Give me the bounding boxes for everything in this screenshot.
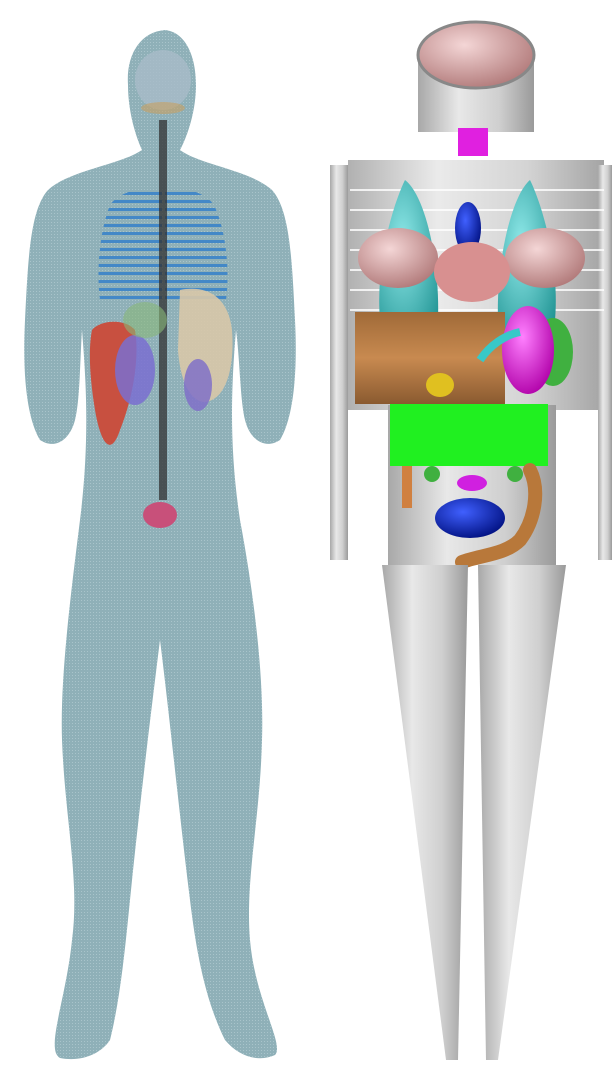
stylized-phantom <box>330 22 612 1060</box>
thyroid <box>458 128 488 156</box>
stomach <box>115 335 155 405</box>
spleen <box>502 306 554 394</box>
gallbladder <box>426 373 454 397</box>
ovary-left <box>424 466 440 482</box>
ovary-right <box>507 466 523 482</box>
left-kidney <box>184 359 212 411</box>
brain-region <box>135 50 191 110</box>
right-breast <box>505 228 585 288</box>
right-arm <box>598 165 612 560</box>
bladder <box>143 502 177 528</box>
left-arm <box>330 165 348 560</box>
right-leg <box>478 565 566 1060</box>
phantom-bladder <box>435 498 505 538</box>
left-leg <box>382 565 468 1060</box>
intestines <box>123 302 167 338</box>
uterus <box>457 475 487 491</box>
skull-base <box>141 102 185 114</box>
voxel-phantom <box>24 30 296 1059</box>
ascending-colon <box>402 466 412 508</box>
heart <box>434 242 510 302</box>
left-breast <box>358 228 438 288</box>
small-intestine <box>390 404 548 466</box>
